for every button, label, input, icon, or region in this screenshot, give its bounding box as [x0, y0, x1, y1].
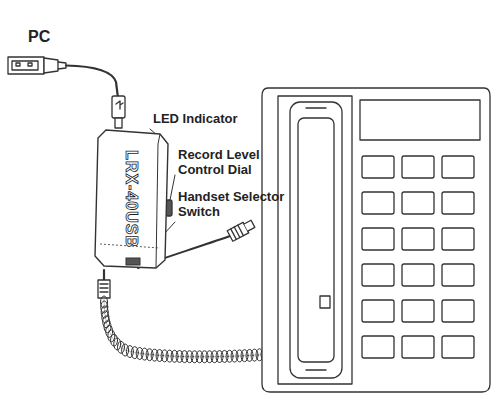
- part-label: LED Indicator: [153, 111, 238, 126]
- mini-usb-plug: [112, 96, 125, 128]
- port-label: PC: [28, 28, 50, 45]
- cord-coil: [126, 346, 133, 358]
- telephone: [262, 88, 490, 392]
- usb-cable: [66, 66, 118, 99]
- keypad-key: [442, 336, 474, 358]
- keypad-key: [402, 300, 434, 322]
- keypad-key: [362, 336, 394, 358]
- keypad-key: [402, 192, 434, 214]
- keypad-key: [362, 300, 394, 322]
- phone-rj-plug: [227, 218, 256, 241]
- device-box: LRX-40USB: [92, 128, 170, 270]
- keypad-key: [402, 264, 434, 286]
- keypad-key: [442, 192, 474, 214]
- keypad-key: [442, 156, 474, 178]
- keypad-key: [362, 264, 394, 286]
- keypad-key: [362, 156, 394, 178]
- keypad-key: [362, 192, 394, 214]
- part-label: Record Level Control Dial: [178, 147, 260, 177]
- keypad-key: [402, 156, 434, 178]
- keypad-key: [362, 228, 394, 250]
- keypad-key: [442, 228, 474, 250]
- cord-coil: [104, 321, 111, 333]
- cord-coil: [122, 344, 129, 356]
- device-name: LRX-40USB: [122, 150, 140, 248]
- pc-cable-stub: [103, 270, 105, 280]
- device-body: [95, 130, 168, 268]
- keypad: [362, 156, 474, 358]
- handset-selector-switch: [126, 258, 140, 265]
- keypad-key: [402, 336, 434, 358]
- usb-plug: [8, 57, 66, 74]
- part-label: Handset Selector Switch: [178, 189, 284, 219]
- keypad-key: [442, 264, 474, 286]
- handset-rj-plug: [98, 280, 110, 298]
- keypad-key: [402, 228, 434, 250]
- cord-coil: [117, 341, 124, 353]
- keypad-key: [442, 300, 474, 322]
